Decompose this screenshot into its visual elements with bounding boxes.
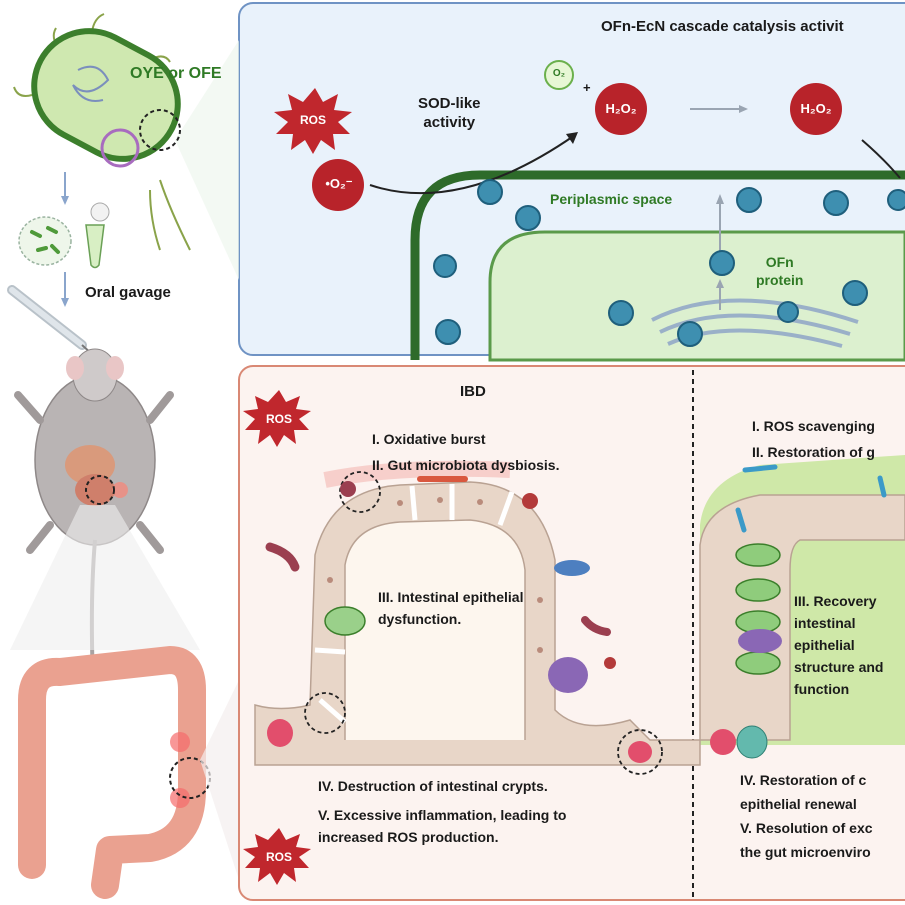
treated-epithelium bbox=[699, 464, 905, 759]
tube-cap bbox=[90, 202, 110, 222]
ros-label-bottom-bottom: ROS bbox=[265, 850, 292, 864]
protein-label: OFn protein bbox=[756, 253, 803, 289]
projection-wedge-bottom bbox=[200, 680, 239, 880]
mouse-illustration bbox=[14, 348, 174, 681]
ibd-epithelium bbox=[254, 460, 701, 775]
colon-inflammation-1 bbox=[170, 732, 190, 752]
colon-inflammation-2 bbox=[170, 788, 190, 808]
sod-label-line2: activity bbox=[423, 114, 476, 131]
treated-item-iii: III. Recovery intestinal epithelial stru… bbox=[794, 590, 883, 700]
ibd-item-iii-line2: dysfunction. bbox=[378, 611, 462, 627]
superoxide-label: •O₂⁻ bbox=[325, 176, 353, 191]
projection-wedge-top bbox=[175, 40, 239, 280]
ibd-item-iii-line1: III. Intestinal epithelial bbox=[378, 589, 524, 605]
ibd-item-v-line1: V. Excessive inflammation, leading to bbox=[318, 807, 567, 823]
top-panel bbox=[175, 2, 905, 362]
sod-label: SOD-like activity bbox=[418, 94, 481, 132]
treated-item-iii-line5: function bbox=[794, 681, 850, 697]
treated-item-iii-line1: III. Recovery bbox=[794, 593, 877, 609]
colon-illustration bbox=[18, 646, 206, 899]
treated-item-v: V. Resolution of exc the gut microenviro bbox=[740, 816, 873, 864]
treated-item-v-line2: the gut microenviro bbox=[740, 844, 871, 860]
h2o2-label-a: H₂O₂ bbox=[605, 101, 637, 116]
zoom-cone bbox=[10, 505, 200, 650]
sod-arrow-head bbox=[566, 132, 578, 144]
sod-label-line1: SOD-like bbox=[418, 95, 481, 112]
bacterium-illustration bbox=[13, 13, 191, 251]
treated-item-iv-line1: IV. Restoration of c bbox=[740, 772, 867, 788]
h2o2-molecule-b bbox=[790, 83, 842, 135]
plus-sign: + bbox=[583, 80, 591, 95]
cascade-arrow bbox=[861, 139, 901, 179]
left-column bbox=[7, 13, 239, 899]
ibd-item-v-line2: increased ROS production. bbox=[318, 829, 499, 845]
ibd-title: IBD bbox=[460, 383, 486, 400]
sod-arrow bbox=[369, 134, 576, 195]
ros-label-top: ROS bbox=[299, 113, 326, 127]
left-arrow-1-head bbox=[61, 196, 69, 205]
ros-burst-bottom-top bbox=[243, 390, 311, 447]
gavage-label: Oral gavage bbox=[85, 284, 171, 301]
cytoplasm-region bbox=[488, 230, 905, 362]
oxygen-molecule bbox=[544, 60, 574, 90]
ibd-item-v: V. Excessive inflammation, leading to in… bbox=[318, 804, 566, 848]
h2o2-molecule-a bbox=[595, 83, 647, 135]
treated-item-iii-line3: epithelial bbox=[794, 637, 855, 653]
cascade-title: OFn-EcN cascade catalysis activit bbox=[601, 18, 844, 35]
syringe-illustration bbox=[7, 285, 94, 356]
ferritin-cages bbox=[433, 179, 905, 347]
ibd-item-ii: II. Gut microbiota dysbiosis. bbox=[372, 457, 560, 473]
left-arrow-2-head bbox=[61, 298, 69, 307]
treated-item-ii: II. Restoration of g bbox=[752, 444, 875, 460]
treated-item-iii-line2: intestinal bbox=[794, 615, 856, 631]
treated-item-i: I. ROS scavenging bbox=[752, 418, 875, 434]
treated-item-iii-line4: structure and bbox=[794, 659, 884, 675]
treated-item-iv: IV. Restoration of c epithelial renewal bbox=[740, 768, 866, 816]
culture-dish bbox=[18, 216, 72, 266]
dish-bacteria bbox=[30, 226, 60, 254]
ros-label-bottom-top: ROS bbox=[265, 412, 292, 426]
ibd-item-iv: IV. Destruction of intestinal crypts. bbox=[318, 778, 548, 794]
h2o2-arrow-head bbox=[739, 105, 748, 113]
ibd-item-i: I. Oxidative burst bbox=[372, 431, 486, 447]
export-arrow-1-head bbox=[716, 194, 724, 204]
treated-item-v-line1: V. Resolution of exc bbox=[740, 820, 873, 836]
oxygen-label: O₂ bbox=[552, 68, 566, 79]
outer-membrane bbox=[410, 170, 905, 360]
ros-burst-top bbox=[274, 88, 352, 154]
bottom-panel bbox=[238, 365, 905, 901]
strain-label: OYE or OFE bbox=[130, 65, 222, 82]
ibd-item-iii: III. Intestinal epithelial dysfunction. bbox=[378, 586, 523, 630]
h2o2-label-b: H₂O₂ bbox=[800, 101, 832, 116]
protein-label-line1: OFn bbox=[765, 254, 794, 270]
ros-burst-bottom-bottom bbox=[243, 828, 311, 885]
superoxide-molecule bbox=[312, 159, 364, 211]
treated-item-iv-line2: epithelial renewal bbox=[740, 796, 857, 812]
periplasmic-label: Periplasmic space bbox=[550, 191, 673, 207]
sample-tube bbox=[85, 224, 105, 269]
protein-label-line2: protein bbox=[756, 272, 804, 288]
export-arrow-2-head bbox=[716, 279, 724, 288]
